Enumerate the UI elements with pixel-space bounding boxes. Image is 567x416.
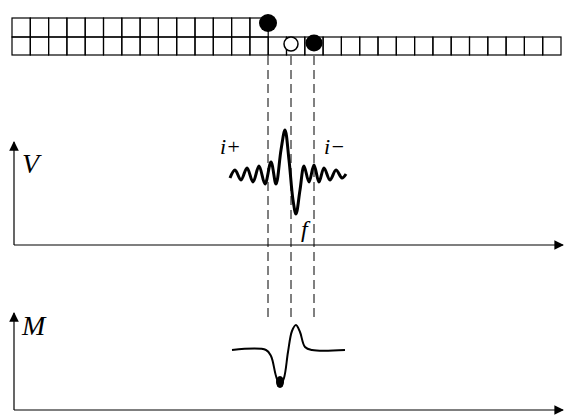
lattice-cell bbox=[415, 37, 433, 55]
lattice-cell bbox=[104, 18, 122, 37]
lattice-cell bbox=[543, 37, 561, 55]
lattice-cell bbox=[213, 37, 231, 55]
lattice-cell bbox=[250, 37, 268, 55]
state-label: i+ bbox=[220, 136, 241, 158]
lattice-cell bbox=[30, 18, 48, 37]
axis bbox=[14, 409, 563, 410]
lattice-cell bbox=[122, 37, 140, 55]
m-curve bbox=[232, 325, 345, 386]
lattice-cell bbox=[433, 37, 451, 55]
lattice-cell bbox=[30, 37, 48, 55]
axis bbox=[13, 142, 14, 245]
atom bbox=[259, 14, 277, 32]
lattice-cell bbox=[104, 37, 122, 55]
lattice-cell bbox=[195, 37, 213, 55]
guide-line bbox=[268, 56, 269, 322]
atom bbox=[306, 35, 323, 52]
lattice-cell bbox=[232, 37, 250, 55]
lattice-cell bbox=[323, 37, 341, 55]
lattice-cell bbox=[177, 18, 195, 37]
lattice-cell bbox=[524, 37, 542, 55]
lattice-cell bbox=[195, 18, 213, 37]
lattice-cell bbox=[177, 37, 195, 55]
guide-line bbox=[314, 56, 315, 322]
lattice-cell bbox=[140, 37, 158, 55]
lattice-cell bbox=[122, 18, 140, 37]
lattice-cell bbox=[12, 18, 30, 37]
lattice-cell bbox=[232, 18, 250, 37]
lattice-cell bbox=[451, 37, 469, 55]
axis bbox=[13, 313, 14, 410]
lattice-cell bbox=[49, 18, 67, 37]
lattice-cell bbox=[341, 37, 359, 55]
lattice-cell bbox=[12, 37, 30, 55]
lattice-cell bbox=[360, 37, 378, 55]
lattice-cell bbox=[67, 18, 85, 37]
lattice bbox=[12, 18, 561, 55]
m-axes bbox=[14, 313, 563, 410]
m-dip bbox=[276, 376, 284, 388]
axis bbox=[14, 244, 563, 245]
lattice-cell bbox=[49, 37, 67, 55]
lattice-cell bbox=[140, 18, 158, 37]
state-label: i− bbox=[324, 136, 345, 158]
lattice-cell bbox=[470, 37, 488, 55]
lattice-cell bbox=[378, 37, 396, 55]
axis-label: M bbox=[22, 312, 45, 340]
axis-label: V bbox=[22, 150, 39, 178]
lattice-cell bbox=[396, 37, 414, 55]
lattice-cell bbox=[67, 37, 85, 55]
lattice-cell bbox=[85, 37, 103, 55]
state-label: f bbox=[301, 217, 308, 241]
lattice-cell bbox=[488, 37, 506, 55]
lattice-cell bbox=[158, 37, 176, 55]
potential-curve bbox=[230, 130, 346, 214]
vacancy-atom bbox=[284, 37, 298, 51]
atoms bbox=[259, 14, 323, 52]
lattice-cell bbox=[506, 37, 524, 55]
lattice-cell bbox=[213, 18, 231, 37]
lattice-cell bbox=[158, 18, 176, 37]
lattice-cell bbox=[85, 18, 103, 37]
